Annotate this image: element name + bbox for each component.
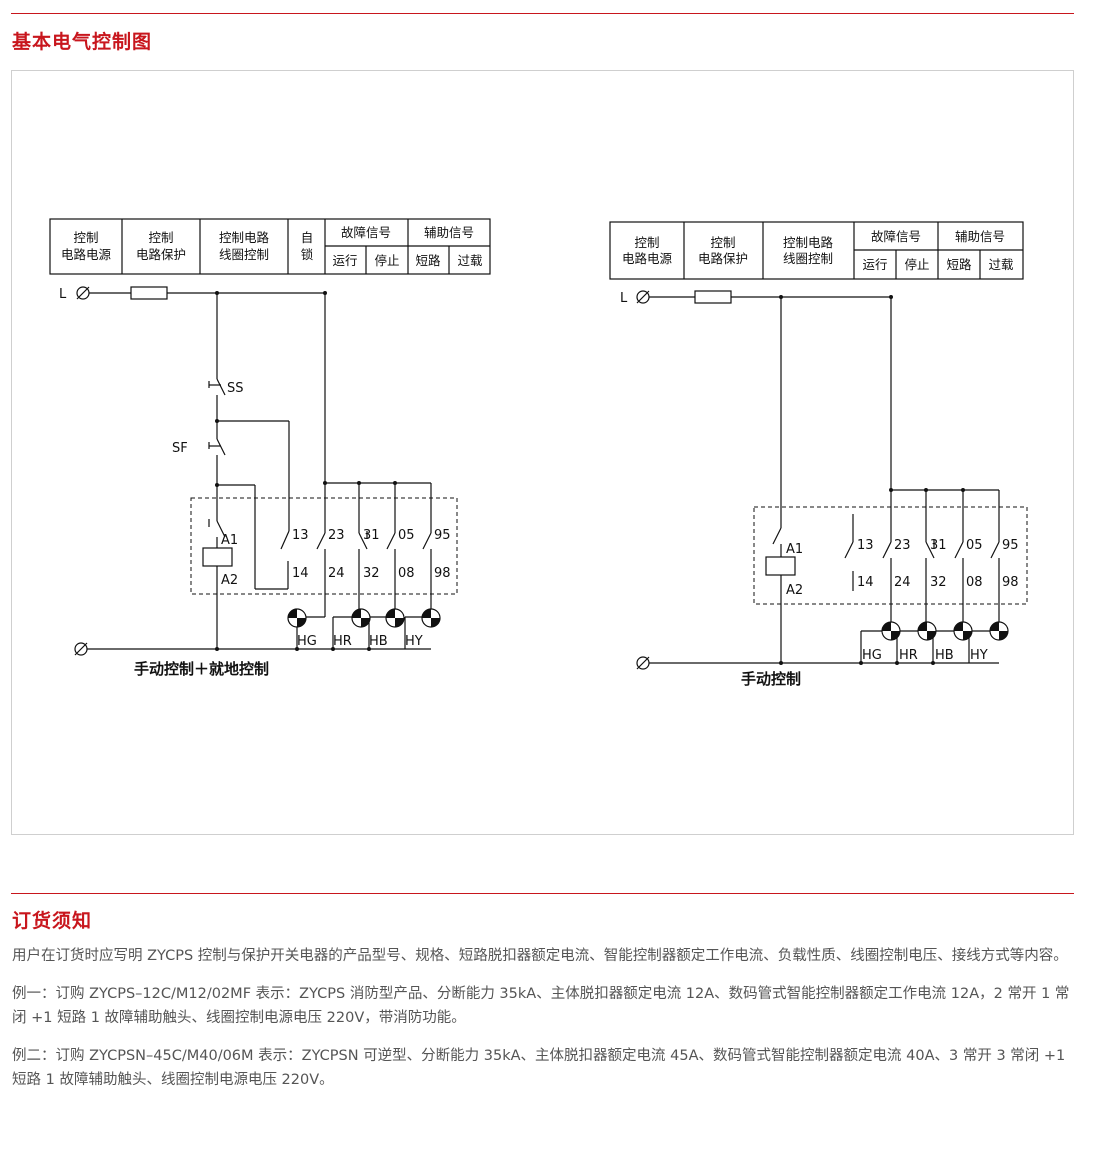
hdr-protect-1: 控制 <box>148 230 173 245</box>
hdr-fault: 故障信号 <box>341 225 391 240</box>
lamp-label-hr-right: HR <box>899 648 918 663</box>
hdr-overload-right: 过载 <box>988 257 1014 272</box>
label-08-right: 08 <box>966 575 983 590</box>
label-95-right: 95 <box>1002 538 1019 553</box>
lamp-hg-left <box>287 608 307 628</box>
label-31-right: 31 <box>930 538 947 553</box>
hdr-power-2-right: 电路电源 <box>622 251 673 266</box>
hdr-protect-2-right: 电路保护 <box>698 251 748 266</box>
label-SF: SF <box>172 441 188 456</box>
hdr-stop: 停止 <box>374 253 399 268</box>
hdr-fault-right: 故障信号 <box>871 229 921 244</box>
diagram-right <box>609 221 1028 670</box>
note-paragraph-intro: 用户在订货时应写明 ZYCPS 控制与保护开关电器的产品型号、规格、短路脱扣器额… <box>12 948 1068 964</box>
hdr-power-1-right: 控制 <box>634 235 659 250</box>
lamp-hy-right <box>989 621 1009 641</box>
lamp-label-hy-left: HY <box>405 634 423 649</box>
label-A2-right: A2 <box>786 583 803 598</box>
hdr-coil-2: 线圈控制 <box>219 247 269 262</box>
hdr-run: 运行 <box>332 253 357 268</box>
top-rule <box>11 13 1074 14</box>
hdr-run-right: 运行 <box>862 257 887 272</box>
middle-rule <box>11 893 1074 894</box>
lamp-label-hg-left: HG <box>297 634 317 649</box>
section-title-order: 订货须知 <box>12 910 93 932</box>
label-23-right: 23 <box>894 538 911 553</box>
lamp-hy-left <box>421 608 441 628</box>
note-paragraph-example-2: 例二：订购 ZYCPSN–45C/M40/06M 表示：ZYCPSN 可逆型、分… <box>12 1048 1066 1088</box>
lamp-label-hb-right: HB <box>935 648 954 663</box>
label-98-left: 98 <box>434 566 451 581</box>
label-L-left: L <box>59 287 67 302</box>
lamp-hb-right <box>953 621 973 641</box>
label-05-left: 05 <box>398 528 415 543</box>
label-A1-left: A1 <box>221 533 238 548</box>
lamp-hr-left <box>351 608 371 628</box>
header-table-left <box>49 218 491 275</box>
hdr-aux-right: 辅助信号 <box>955 229 1005 244</box>
hdr-stop-right: 停止 <box>904 257 929 272</box>
label-95-left: 95 <box>434 528 451 543</box>
lamp-hb-left <box>385 608 405 628</box>
hdr-selflock-1: 自 <box>301 230 314 245</box>
lamp-hr-right <box>917 621 937 641</box>
label-31-left: 31 <box>363 528 380 543</box>
hdr-coil-2-right: 线圈控制 <box>783 251 833 266</box>
lamp-hg-right <box>881 621 901 641</box>
label-A1-right: A1 <box>786 542 803 557</box>
hdr-short-right: 短路 <box>946 257 972 272</box>
hdr-selflock-2: 锁 <box>301 247 314 262</box>
hdr-short: 短路 <box>415 253 441 268</box>
hdr-coil-1-right: 控制电路 <box>783 235 834 250</box>
label-24-right: 24 <box>894 575 911 590</box>
hdr-power-2: 电路电源 <box>61 247 112 262</box>
label-A2-left: A2 <box>221 573 238 588</box>
lamp-label-hg-right: HG <box>862 648 882 663</box>
label-13-right: 13 <box>857 538 874 553</box>
lamp-label-hb-left: HB <box>369 634 388 649</box>
order-notes: 用户在订货时应写明 ZYCPS 控制与保护开关电器的产品型号、规格、短路脱扣器额… <box>12 944 1080 1106</box>
hdr-protect-2: 电路保护 <box>136 247 186 262</box>
lamp-label-hy-right: HY <box>970 648 988 663</box>
label-14-left: 14 <box>292 566 309 581</box>
caption-right: 手动控制 <box>741 670 801 688</box>
header-table-right <box>609 221 1024 280</box>
label-32-left: 32 <box>363 566 380 581</box>
diagram-left <box>49 218 491 656</box>
lamp-label-hr-left: HR <box>333 634 352 649</box>
control-diagrams: 控制 电路电源 控制 电路保护 控制电路 线圈控制 自 锁 故障信号 辅助信号 … <box>49 218 1028 688</box>
hdr-protect-1-right: 控制 <box>710 235 735 250</box>
diagram-panel: 控制 电路电源 控制 电路保护 控制电路 线圈控制 自 锁 故障信号 辅助信号 … <box>11 70 1074 835</box>
hdr-overload: 过载 <box>457 253 483 268</box>
label-L-right: L <box>620 291 628 306</box>
hdr-aux: 辅助信号 <box>424 225 474 240</box>
label-32-right: 32 <box>930 575 947 590</box>
label-13-left: 13 <box>292 528 309 543</box>
label-05-right: 05 <box>966 538 983 553</box>
label-24-left: 24 <box>328 566 345 581</box>
hdr-coil-1: 控制电路 <box>219 230 270 245</box>
caption-left: 手动控制＋就地控制 <box>134 660 269 678</box>
section-title-diagram: 基本电气控制图 <box>12 31 153 53</box>
note-paragraph-example-1: 例一：订购 ZYCPS–12C/M12/02MF 表示：ZYCPS 消防型产品、… <box>12 986 1070 1026</box>
label-SS: SS <box>227 381 244 396</box>
label-98-right: 98 <box>1002 575 1019 590</box>
label-08-left: 08 <box>398 566 415 581</box>
label-14-right: 14 <box>857 575 874 590</box>
label-23-left: 23 <box>328 528 345 543</box>
hdr-power-1: 控制 <box>73 230 98 245</box>
